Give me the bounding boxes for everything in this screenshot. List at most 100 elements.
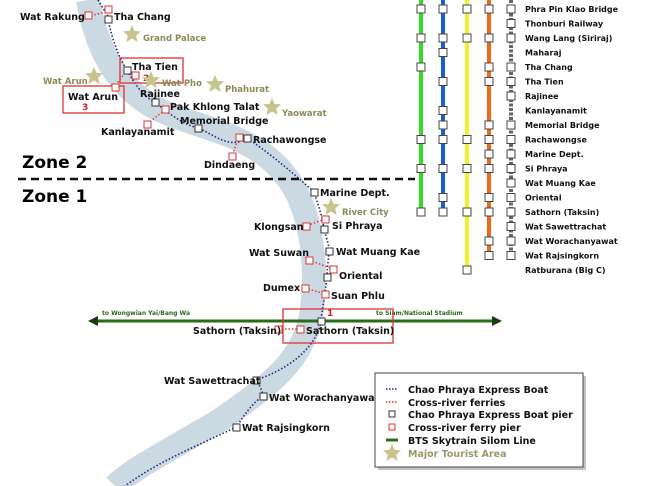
route-stop-orange [484,193,494,202]
pier-label-suan-phlu: Suan Phlu [331,291,385,302]
route-stop-orange [484,62,494,72]
route-stop-blue [438,135,448,144]
pier-label-sathorn-west: Sathorn (Taksin) [193,326,281,337]
route-stop-gray [506,178,516,188]
route-stop-gray [506,236,516,246]
route-station-label: Wat Rajsingkorn [525,252,599,261]
route-stop-orange [484,251,494,260]
route-stop-green [416,135,426,144]
pier-label-memorial-bridge: Memorial Bridge [180,116,268,127]
route-station-label: Wat Sawettrachat [525,223,606,232]
route-stop-gray [506,91,516,101]
ferry-piers [84,5,338,334]
route-station-label: Phra Pin Klao Bridge [525,5,619,14]
pier-label-si-phraya: Si Phraya [332,221,383,232]
route-stop-gray [506,135,516,144]
zone-2-label: Zone 2 [22,153,87,173]
route-stop-green [416,33,426,43]
route-station-label: Si Phraya [525,165,568,174]
route-stop-green [416,207,426,217]
chao-phraya-river [76,0,326,486]
pier-label-wat-muang-kae: Wat Muang Kae [336,247,420,258]
route-stop-yellow [462,33,472,43]
route-stop-blue [438,48,448,57]
pier-label-sathorn-east: Sathorn (Taksin) [306,326,394,337]
route-stop-gray [506,251,516,260]
route-station-label: Thonburi Railway [525,20,604,29]
pier-label-rachawongse: Rachawongse [253,135,327,146]
route-stop-blue [438,77,448,86]
pier-label-oriental: Oriental [339,271,382,282]
route-stop-green [416,62,426,72]
route-stop-gray [506,77,516,86]
route-station-label: Maharaj [525,49,562,58]
route-stop-gray [506,207,516,217]
route-station-label: Wat Worachanyawat [525,237,618,246]
route-stop-gray [506,222,516,231]
route-stop-orange [484,207,494,217]
legend-express-boat: Chao Phraya Express Boat [408,385,549,396]
route-stop-yellow [462,135,472,144]
route-station-label: Oriental [525,194,562,203]
route-station-label: Rachawongse [525,136,587,145]
route-stop-green [416,4,426,14]
route-stop-yellow [462,207,472,217]
route-stop-blue [438,164,448,173]
route-stop-orange [484,33,494,43]
route-stop-gray [506,19,516,28]
route-stop-orange [484,236,494,246]
pier-label-wat-worachanyawat: Wat Worachanyawat [269,393,380,404]
route-stop-gray [506,149,516,159]
route-stop-orange [484,164,494,173]
route-station-label: Wang Lang (Siriraj) [525,34,612,43]
route-stop-blue [438,193,448,202]
legend-ferries: Cross-river ferries [408,398,506,409]
route-stop-green [416,164,426,173]
route-stop-gray [506,164,516,173]
route-stop-orange [484,135,494,144]
zone-1-label: Zone 1 [22,187,87,207]
bts-west-label: to Wongwian Yai/Bang Wa [102,310,190,317]
route-station-label: Marine Dept. [525,150,584,159]
pier-label-marine-dept: Marine Dept. [320,188,390,199]
bts-silom-line: to Wongwian Yai/Bang Wa to Siam/National… [88,310,502,326]
route-stop-orange [484,4,494,14]
express-piers [104,15,334,432]
route-stop-blue [438,120,448,130]
route-station-label: Ratburana (Big C) [525,266,606,275]
route-stop-gray [506,120,516,130]
route-stop-gray [506,4,516,14]
legend-tourist-area: Major Tourist Area [408,449,506,460]
pier-label-tha-tien: Tha Tien [132,62,178,73]
star-icon [322,198,340,215]
route-stop-orange [484,120,494,130]
star-icon [123,25,141,42]
route-stop-gray [506,193,516,202]
highlight-number-1: 1 [327,309,333,319]
route-stop-blue [438,4,448,14]
route-stop-blue [438,106,448,115]
route-station-label: Kanlayanamit [525,107,587,116]
route-stop-yellow [462,4,472,14]
legend-express-pier: Chao Phraya Express Boat pier [408,410,573,421]
route-stop-yellow [462,265,472,275]
tourist-wat-pho: Wat Pho [162,79,202,89]
pier-label-klongsan: Klongsan [254,222,304,233]
pier-label-wat-sawettrachat: Wat Sawettrachat [164,376,261,387]
route-station-label: Memorial Bridge [525,121,600,130]
highlight-number-3: 3 [82,103,88,113]
pier-label-wat-rajsingkorn: Wat Rajsingkorn [242,423,330,434]
pier-label-wat-rakung: Wat Rakung [20,12,85,23]
route-stop-blue [438,207,448,217]
star-icon [206,75,224,92]
tourist-river-city: River City [342,208,389,218]
bts-east-label: to Siam/National Stadium [376,310,463,317]
route-stop-orange [484,149,494,159]
pier-label-dumex: Dumex [263,283,300,294]
pier-label-kanlayanamit: Kanlayanamit [101,127,175,138]
route-stop-gray [506,62,516,72]
route-stop-yellow [462,164,472,173]
pier-label-rajinee: Rajinee [140,89,180,100]
pier-label-tha-chang: Tha Chang [114,12,171,23]
